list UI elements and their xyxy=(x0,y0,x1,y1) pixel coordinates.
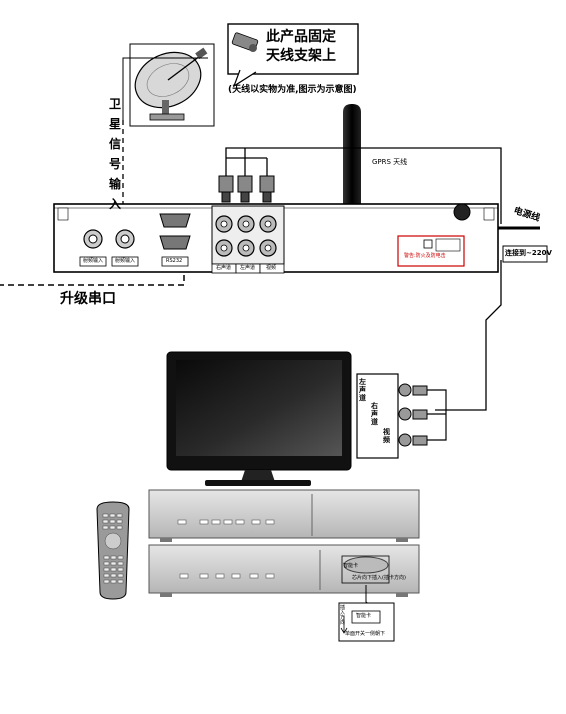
callout-line-1: 此产品固定 xyxy=(266,29,336,45)
rs232-label: RS232 xyxy=(166,258,183,264)
receiver-front-upper xyxy=(148,489,420,542)
card-slot-caption: 芯片向下插入(插卡方向) xyxy=(352,575,406,581)
upgrade-port-label: 升级串口 xyxy=(60,291,116,307)
av-label-video: 视频 xyxy=(266,265,277,271)
receiver-front-lower xyxy=(148,544,420,597)
callout-note: (天线以实物为准,图示为示意图) xyxy=(228,85,357,95)
remote-control-icon xyxy=(96,501,130,600)
smart-card-callout xyxy=(338,585,395,642)
power-connect-label: 连接到~220V xyxy=(505,249,552,257)
callout-line-2: 天线支架上 xyxy=(266,48,336,64)
av-label-right: 右声道 xyxy=(216,265,232,271)
tv-input-right: 右声道 xyxy=(371,402,378,426)
tuner-label-2: 射频输入 xyxy=(115,258,136,264)
power-connector-icon xyxy=(453,203,471,221)
av-label-left: 左声道 xyxy=(240,265,256,271)
callout-box xyxy=(227,23,359,88)
card-slot-icon xyxy=(341,555,390,584)
tv-input-video: 视频 xyxy=(383,428,390,444)
satellite-input-label: 卫星信号输入 xyxy=(108,97,121,211)
warning-label: 警告:防火及防电击 xyxy=(404,253,446,259)
rs232-port-icon xyxy=(159,213,191,267)
tuner-connector-icon xyxy=(79,229,139,267)
card-box-caption: 单面开关一侧朝下 xyxy=(345,631,386,637)
tv-input-panel xyxy=(356,373,447,459)
rca-plug-icon xyxy=(218,175,275,203)
tuner-label-1: 射频输入 xyxy=(83,258,104,264)
gprs-label: GPRS 天线 xyxy=(372,158,408,166)
card-slot-label: 智能卡 xyxy=(343,563,359,569)
tv-icon xyxy=(166,351,352,486)
satellite-dish-icon xyxy=(129,43,215,127)
card-arrow-text: 插入方向 xyxy=(340,605,346,626)
rca-jack-grid xyxy=(211,205,285,274)
card-box-text: 智能卡 xyxy=(356,613,372,619)
receiver-rear-panel xyxy=(53,175,548,274)
tv-input-left: 左声道 xyxy=(359,378,366,402)
